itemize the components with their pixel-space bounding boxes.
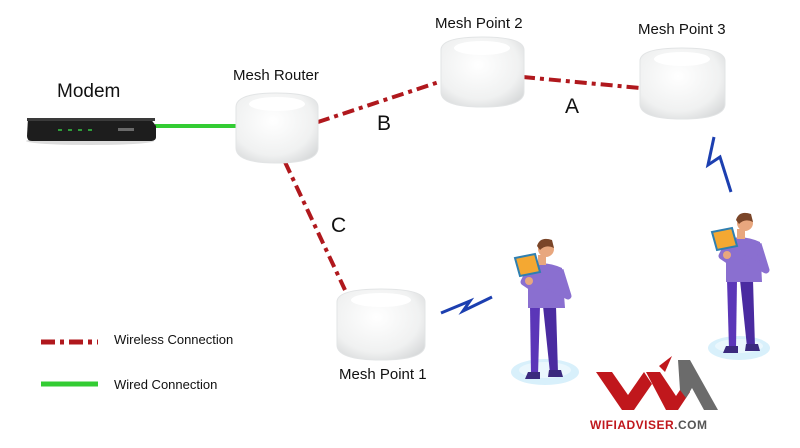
mesh-point-1-label: Mesh Point 1 — [339, 366, 427, 383]
wifiadviser-logo — [596, 356, 718, 410]
link-label-b: B — [377, 112, 392, 135]
mesh-point-3-label: Mesh Point 3 — [638, 21, 726, 38]
signal-bolt-icon — [705, 136, 733, 193]
logo-name: WIFIADVISER — [590, 418, 675, 432]
signal-bolt-icon — [440, 295, 493, 315]
mesh-point-2-device — [440, 36, 525, 108]
person-with-tablet-icon — [708, 212, 770, 360]
link-label-c: C — [331, 214, 347, 237]
logo-domain: .COM — [674, 418, 708, 432]
legend-wireless-label: Wireless Connection — [114, 332, 234, 347]
modem-device — [26, 118, 156, 145]
link-label-a: A — [565, 95, 580, 118]
wireless-links — [283, 75, 641, 291]
person-with-tablet-icon — [511, 238, 579, 385]
mesh-router-device — [235, 92, 319, 164]
wireless-link-c — [283, 161, 347, 291]
mesh-router-label: Mesh Router — [233, 67, 319, 84]
modem-label: Modem — [57, 81, 121, 102]
mesh-point-3-device — [639, 47, 726, 120]
logo-wordmark: WIFIADVISER.COM — [590, 418, 708, 432]
wireless-link-b — [317, 78, 446, 124]
mesh-point-1-device — [336, 288, 426, 361]
wireless-link-a — [522, 75, 641, 90]
legend-wired-label: Wired Connection — [114, 377, 218, 392]
mesh-point-2-label: Mesh Point 2 — [435, 15, 523, 32]
